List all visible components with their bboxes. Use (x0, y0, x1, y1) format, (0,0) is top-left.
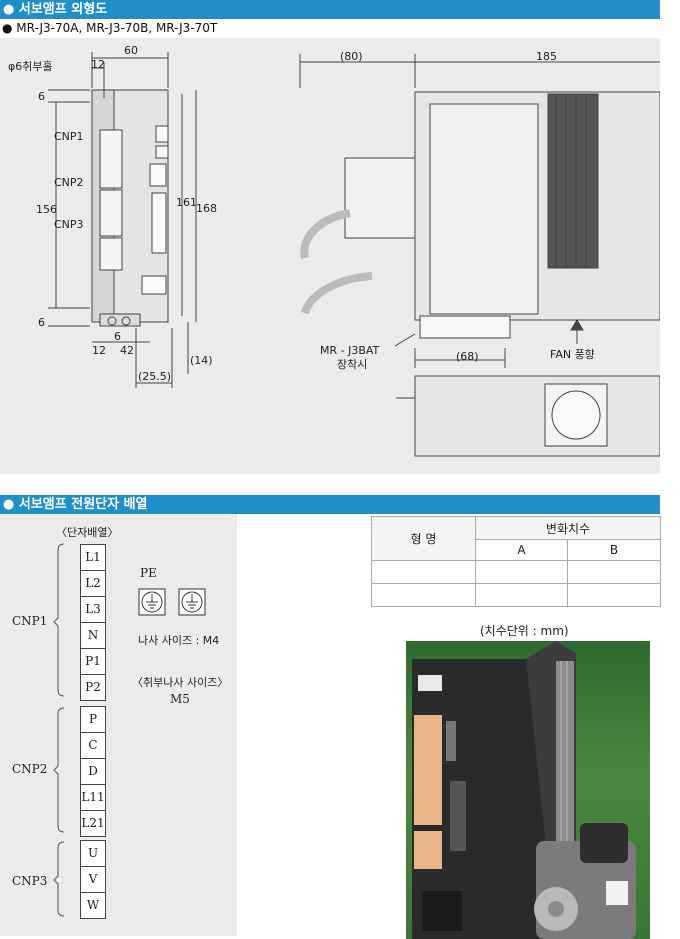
dim-168: 168 (196, 202, 217, 215)
unit-note: (치수단위 : mm) (480, 624, 569, 638)
section-header-terminal: ● 서보앰프 전원단자 배열 (0, 495, 660, 514)
dim-12-bottom: 12 (92, 344, 106, 357)
cnp1-connector (99, 129, 123, 189)
cnp1-callout: CNP1 (54, 130, 84, 143)
terminal-l3: L3 (80, 597, 106, 623)
cnp1-group-label: CNP1 (12, 614, 48, 628)
terminal-p1: P1 (80, 649, 106, 675)
terminal-u: U (80, 840, 106, 867)
dimension-table: 형 명 변화치수 A B (371, 516, 661, 607)
table-header-a: A (475, 539, 568, 561)
dim-14: (14) (190, 354, 213, 367)
hole-label: φ6취부홀 (8, 60, 53, 73)
cnp2-group-label: CNP2 (12, 762, 48, 776)
fan-label: FAN 풍향 (550, 348, 595, 361)
mount-screw-label: 〈취부나사 사이즈〉 (132, 676, 229, 689)
terminal-l2: L2 (80, 571, 106, 597)
table-row (371, 560, 661, 584)
amp-bottom-body (414, 375, 661, 457)
dim-185: 185 (536, 50, 557, 63)
cnp2-callout: CNP2 (54, 176, 84, 189)
cn1-connector (151, 192, 167, 254)
dim-161: 161 (176, 196, 197, 209)
mount-screw-value: M5 (170, 692, 190, 706)
cnp3-connector (99, 237, 123, 271)
screw-size-label: 나사 사이즈 : M4 (138, 634, 220, 647)
cnp3-group-label: CNP3 (12, 874, 48, 888)
outline-drawing (48, 52, 661, 457)
dim-6-top: 6 (38, 90, 45, 103)
ground-icon (138, 588, 206, 616)
dim-6-small: 6 (114, 330, 121, 343)
cnp3-callout: CNP3 (54, 218, 84, 231)
table-header-dimension: 변화치수 (475, 516, 661, 540)
group-brackets (53, 543, 65, 917)
terminal-c: C (80, 733, 106, 759)
dim-80: (80) (340, 50, 363, 63)
cnp2-terminal-block: P C D L11 L21 (80, 706, 106, 837)
terminal-n: N (80, 623, 106, 649)
dim-156: 156 (36, 203, 57, 216)
terminal-v: V (80, 867, 106, 893)
table-header-b: B (567, 539, 661, 561)
dim-6-bottom: 6 (38, 316, 45, 329)
cnp3-terminal-block: U V W (80, 840, 106, 919)
terminal-w: W (80, 893, 106, 919)
dim-68: (68) (456, 350, 479, 363)
section-header-outline: ● 서보앰프 외형도 (0, 0, 660, 19)
product-photo (406, 641, 650, 939)
cnp2-connector (99, 189, 123, 237)
pe-label: PE (140, 566, 157, 580)
terminal-l1: L1 (80, 544, 106, 571)
terminal-d: D (80, 759, 106, 785)
terminal-l11: L11 (80, 785, 106, 811)
bat-label: MR - J3BAT (320, 344, 380, 357)
bat-label-2: 장착시 (337, 358, 368, 371)
cnp1-terminal-block: L1 L2 L3 N P1 P2 (80, 544, 106, 701)
terminal-p2: P2 (80, 675, 106, 701)
terminal-l21: L21 (80, 811, 106, 837)
dim-width: 60 (124, 44, 138, 57)
dim-12-top: 12 (91, 58, 105, 71)
table-header-model: 형 명 (371, 516, 476, 561)
outline-drawing-panel: φ6취부홀 60 12 6 156 161 168 6 12 6 42 (25.… (0, 38, 661, 474)
table-row (371, 583, 661, 607)
dim-42: 42 (120, 344, 134, 357)
terminal-panel: 〈단자배열〉 CNP1 CNP2 CNP3 L1 L2 L3 N P1 P2 P… (0, 514, 237, 936)
model-list: ● MR-J3-70A, MR-J3-70B, MR-J3-70T (2, 21, 218, 35)
servo-amp-photo (412, 641, 636, 939)
terminal-heading: 〈단자배열〉 (56, 526, 119, 539)
terminal-p: P (80, 706, 106, 733)
dim-25-5: (25.5) (138, 370, 172, 383)
